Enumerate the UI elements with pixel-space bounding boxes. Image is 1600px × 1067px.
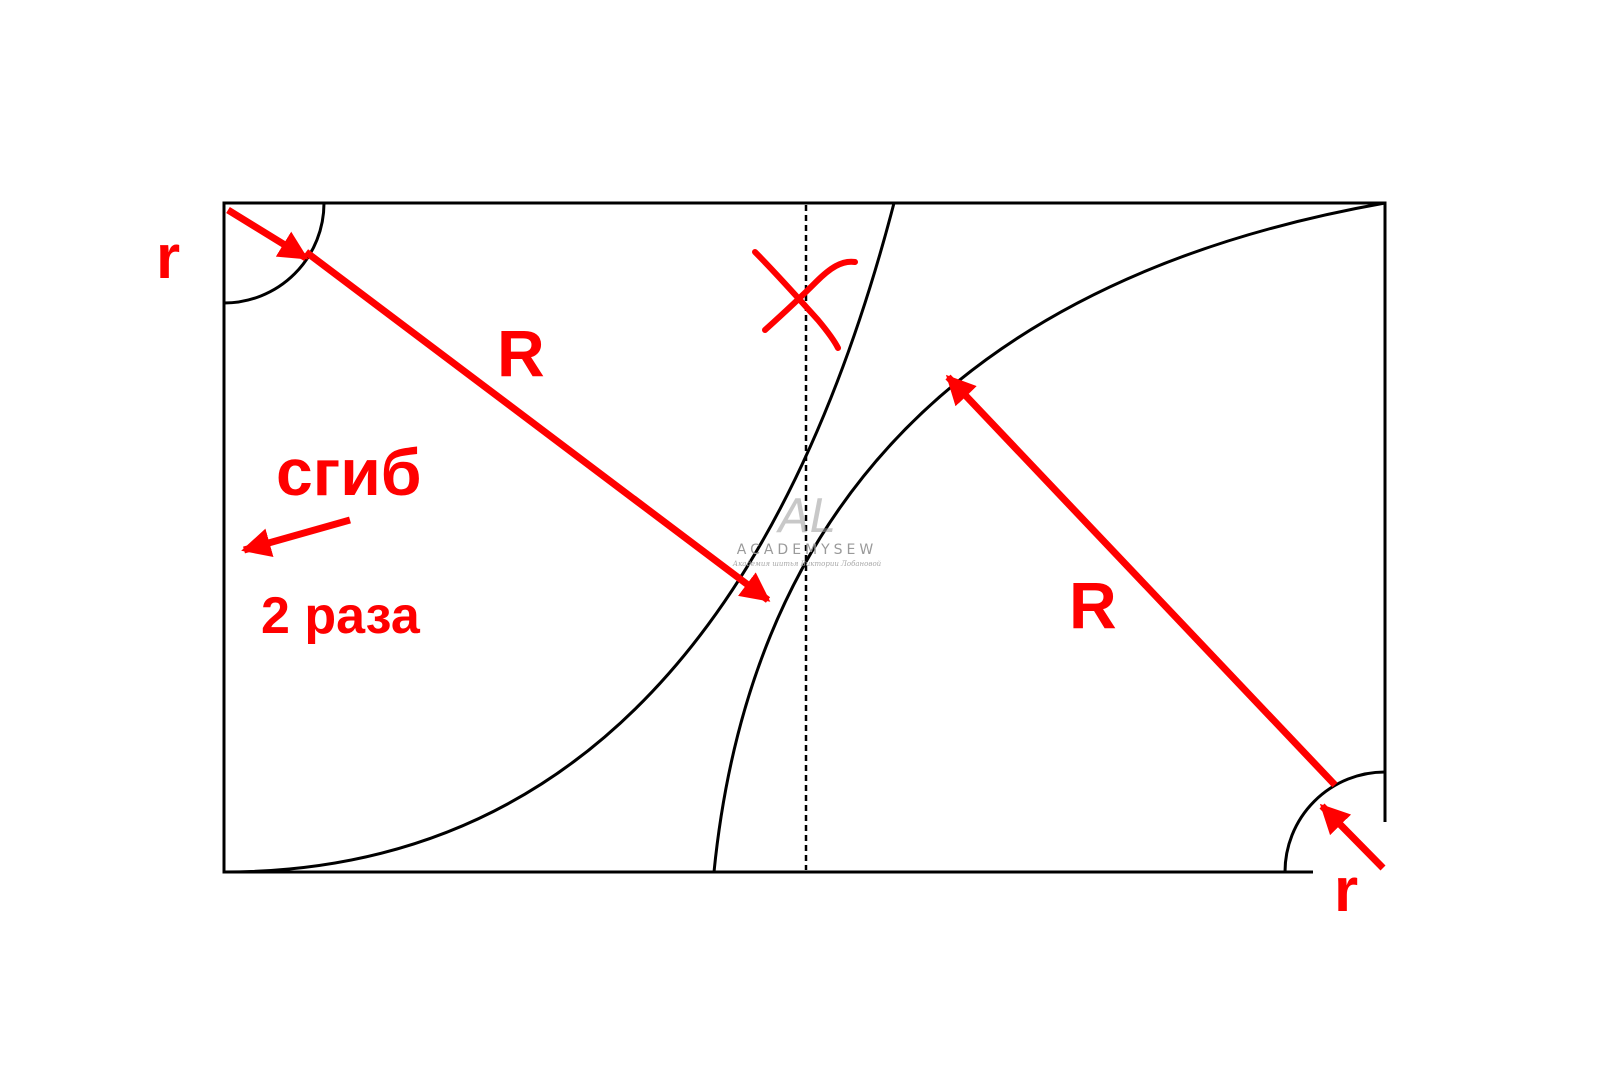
watermark-logo: AL ACADEMYSEW Академия шитья Виктории Ло…	[732, 489, 882, 568]
arrow-R-right	[945, 374, 1338, 788]
label-r-top: r	[156, 223, 180, 292]
label-fold: сгиб	[276, 435, 422, 509]
arrow-fold	[241, 516, 351, 557]
small-arc-bottom-right	[1283, 770, 1386, 873]
watermark-tagline: Академия шитья Виктории Лобановой	[732, 560, 882, 568]
watermark-monogram: AL	[775, 489, 835, 543]
arrow-r-bottom	[1319, 803, 1386, 871]
label-r-bottom: r	[1334, 856, 1358, 925]
label-R-left: R	[497, 316, 545, 390]
large-arc-right	[712, 201, 1386, 873]
label-R-right: R	[1069, 568, 1117, 642]
large-arc-left	[223, 202, 896, 874]
label-fold-times: 2 раза	[261, 587, 421, 645]
pattern-rectangle	[222, 201, 1387, 874]
arrow-r-top	[226, 207, 309, 261]
small-arc-top-left	[223, 202, 326, 305]
cross-mark	[752, 249, 858, 351]
arrow-R-left	[303, 249, 771, 603]
watermark-brand: ACADEMYSEW	[737, 542, 878, 558]
